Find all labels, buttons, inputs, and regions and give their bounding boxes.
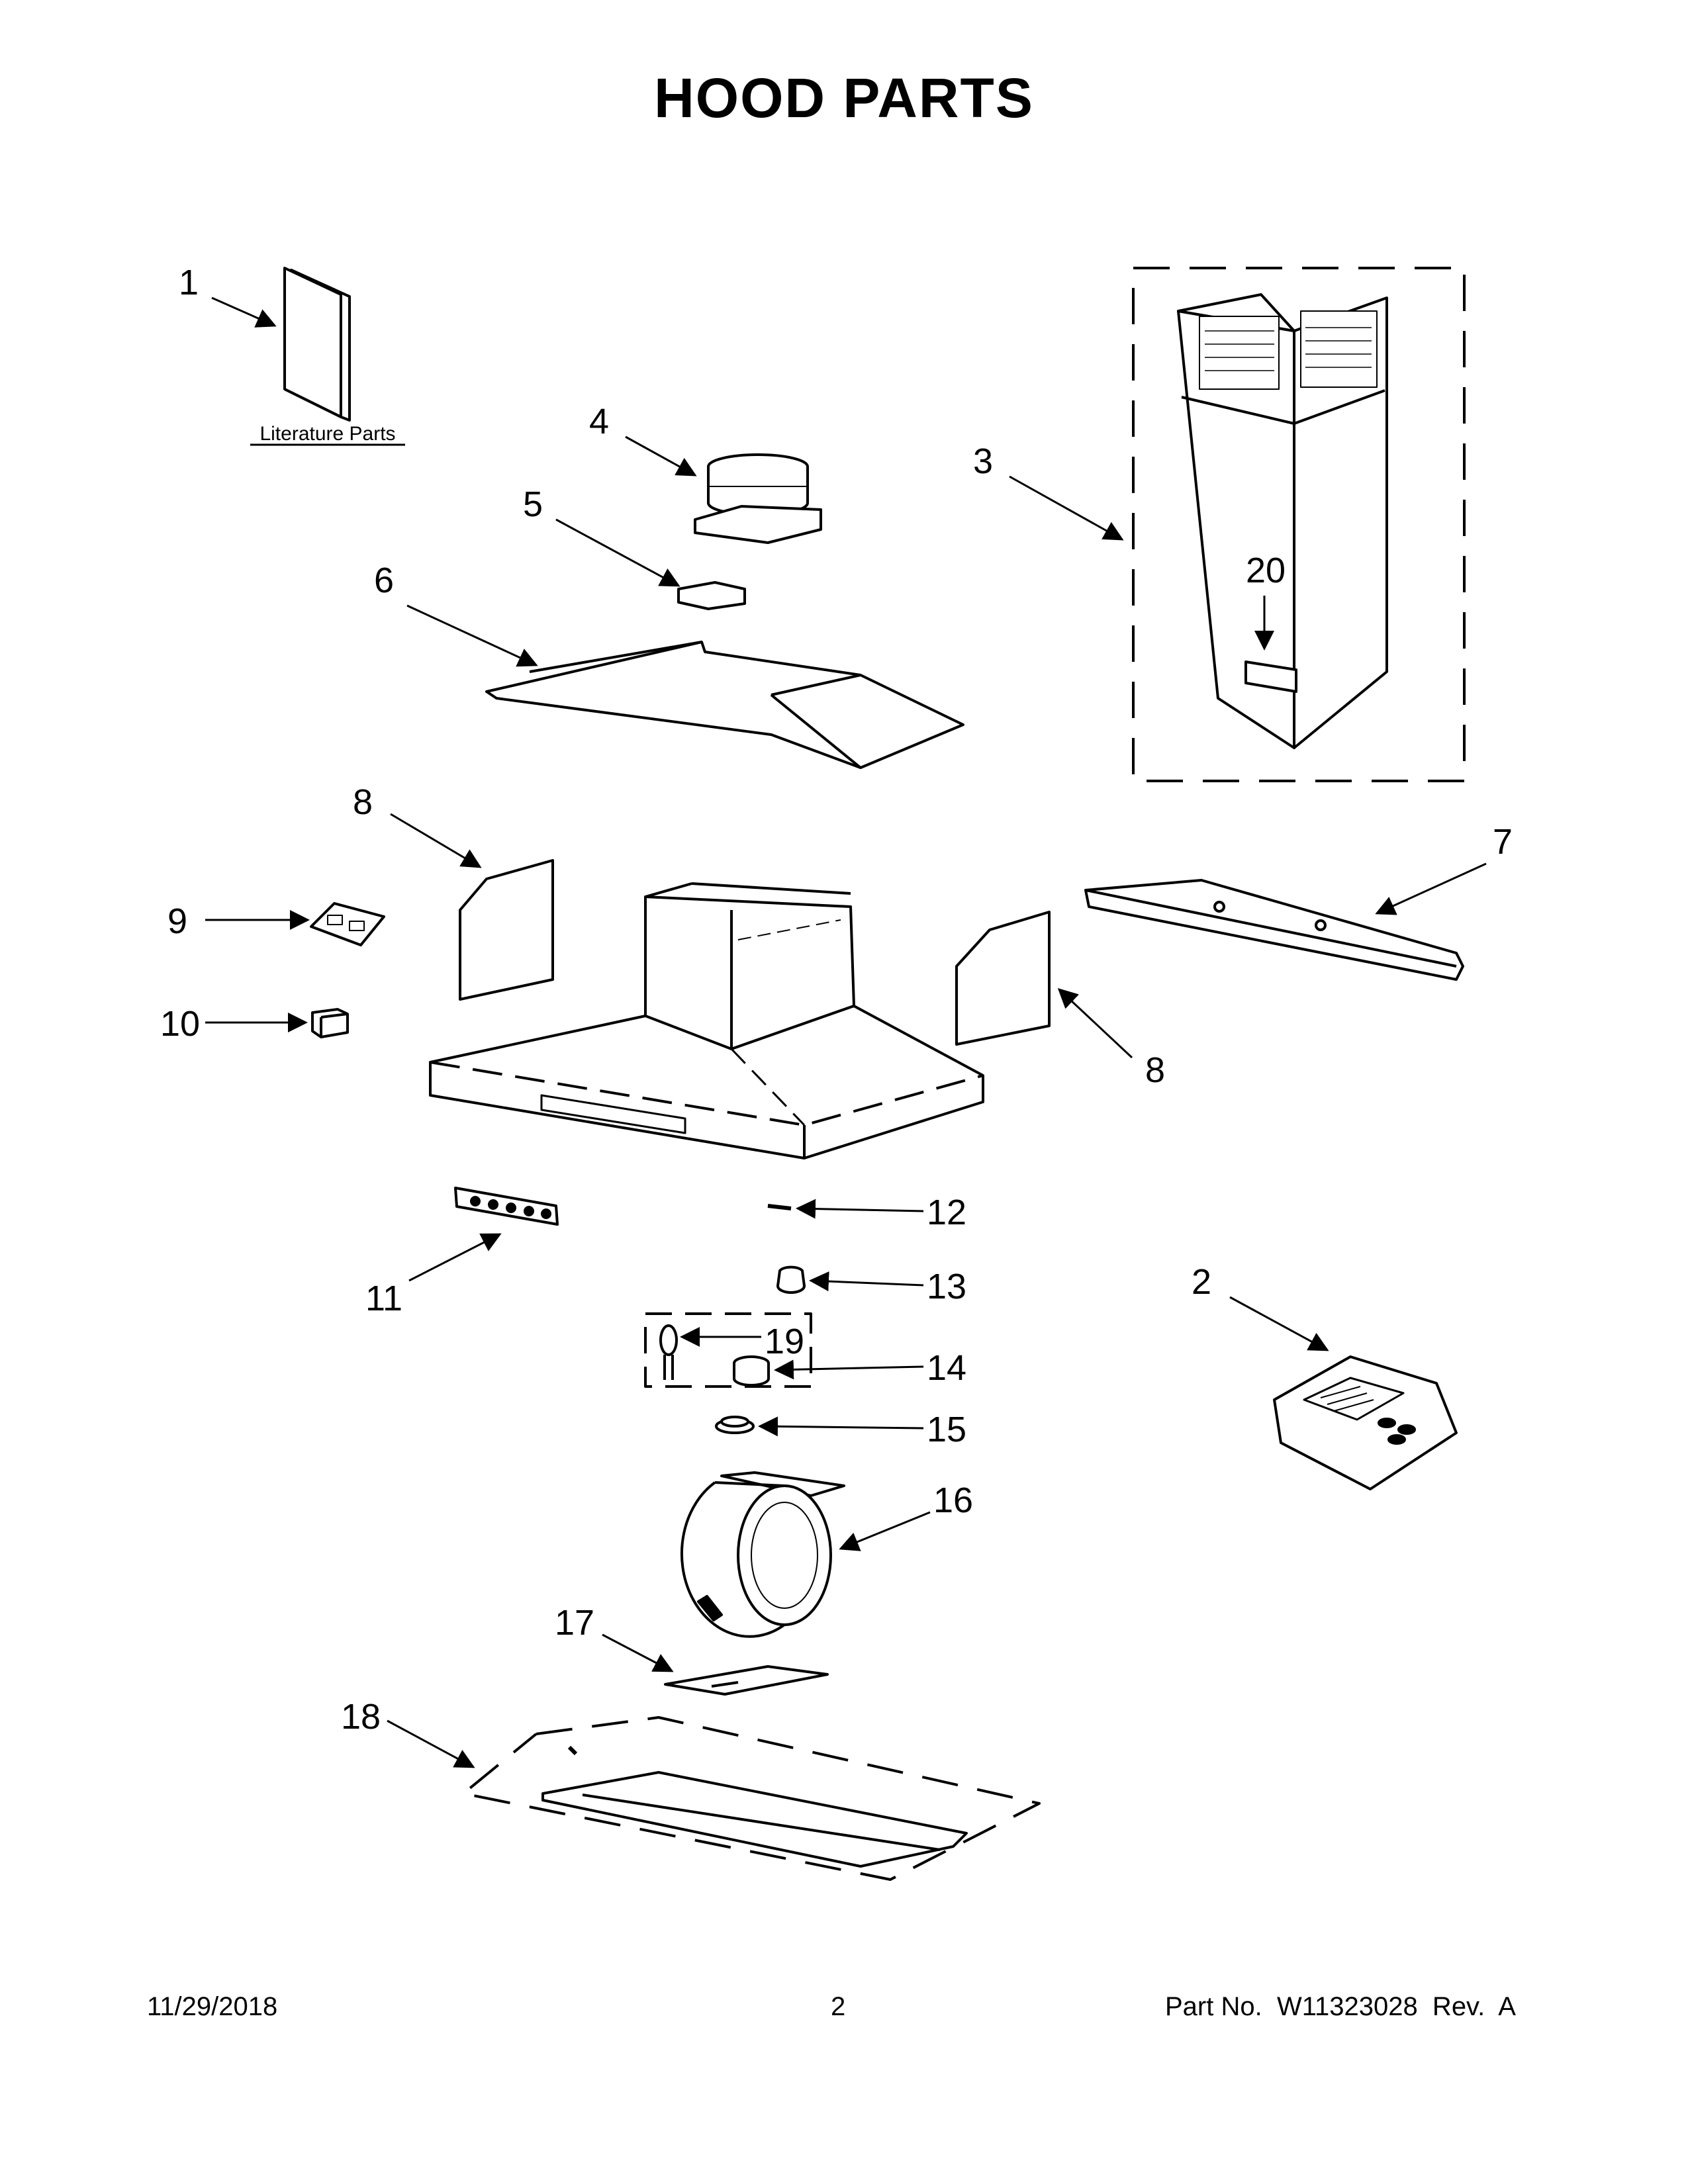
callout-17: 17: [555, 1603, 594, 1643]
leader-arrows: [205, 296, 1487, 1768]
bulb-group-box: [644, 1312, 812, 1388]
top-cover: [485, 641, 964, 769]
lamp-housing: [733, 1355, 770, 1387]
footer-page-number: 2: [831, 1992, 846, 2021]
callout-5: 5: [523, 484, 543, 524]
grease-filter: [541, 1771, 968, 1868]
callout-12: 12: [927, 1193, 966, 1232]
control-board: [310, 902, 385, 946]
blower-motor: [680, 1471, 845, 1638]
callout-2: 2: [1192, 1262, 1211, 1302]
callout-19: 19: [765, 1322, 804, 1361]
lamp-trim: [715, 1416, 755, 1434]
chimney-label-plate: [1244, 660, 1297, 693]
callout-6: 6: [374, 561, 394, 600]
chimney: [1177, 293, 1388, 749]
callout-7: 7: [1493, 822, 1513, 862]
installation-card: [1273, 1355, 1458, 1490]
duct-damper: [694, 453, 822, 544]
callout-20: 20: [1246, 551, 1286, 590]
callout-10: 10: [160, 1004, 200, 1044]
footer-part-number: Part No. W11323028 Rev. A: [1165, 1992, 1516, 2021]
side-panel-right: [955, 911, 1051, 1046]
callout-3: 3: [973, 441, 993, 481]
filter-plate: [664, 1665, 829, 1696]
small-bracket: [677, 581, 746, 610]
callout-8-right: 8: [1145, 1050, 1165, 1090]
halogen-bulb: [659, 1324, 678, 1380]
screw: [767, 1204, 792, 1210]
capacitor: [311, 1008, 349, 1038]
callout-8-left: 8: [353, 782, 373, 822]
callout-numbers: 1 2 3 4 5 6 7 8 8 9 10 11 12 13 14 15 16…: [160, 263, 1513, 1737]
callout-1: 1: [179, 263, 199, 302]
literature-booklet: [283, 267, 351, 422]
grease-filter-group-box: [462, 1716, 1041, 1881]
chimney-group-box: [1132, 267, 1466, 782]
lamp-socket: [776, 1265, 806, 1294]
side-panel-left: [459, 859, 554, 1001]
callout-9: 9: [167, 901, 187, 941]
literature-label: Literature Parts: [259, 423, 395, 445]
callout-11: 11: [365, 1279, 402, 1318]
front-trim: [1084, 879, 1464, 981]
callout-18: 18: [341, 1697, 381, 1737]
grease-filter-clip: [567, 1745, 578, 1756]
control-panel: [454, 1187, 559, 1226]
callout-13: 13: [927, 1267, 966, 1306]
callout-15: 15: [927, 1410, 966, 1449]
footer-date: 11/29/2018: [147, 1992, 278, 2021]
hood-body: [429, 882, 984, 1160]
callout-16: 16: [933, 1480, 973, 1520]
callout-14: 14: [927, 1348, 966, 1388]
page-title: HOOD PARTS: [654, 67, 1034, 129]
callout-4: 4: [589, 402, 609, 441]
